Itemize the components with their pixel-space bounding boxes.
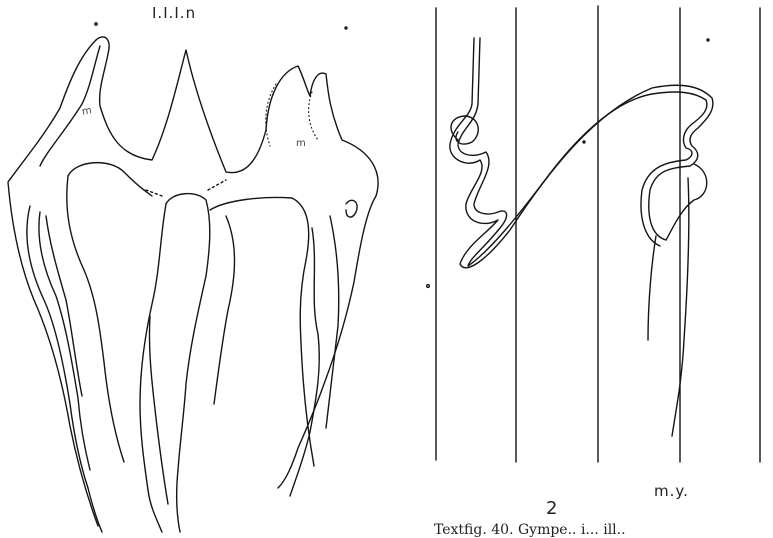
tubule-label: m.y.	[654, 482, 689, 500]
bottom-tail-mid	[148, 490, 162, 532]
panel-number: 2	[546, 498, 557, 519]
tooth-mark-label-right: m	[296, 138, 306, 149]
pulp-center-inner	[149, 316, 168, 504]
molar-outline	[96, 37, 378, 488]
pulp-center-top	[166, 194, 210, 470]
root-right-wavy-2	[326, 216, 339, 428]
bottom-tail-left	[88, 488, 102, 532]
figure-top-label: I.I.I.n	[152, 4, 196, 22]
enamel-stipple-2	[309, 92, 318, 140]
dot-mark-1	[95, 23, 97, 25]
pulp-left-top	[68, 163, 152, 196]
pulp-left	[67, 176, 124, 462]
molar-drawing	[8, 23, 378, 532]
small-loop	[346, 200, 357, 217]
cusp-junction-right	[208, 180, 226, 190]
pulp-center	[140, 204, 166, 490]
tubule-hook-right	[666, 164, 707, 240]
figure-caption: Textfig. 40. Gympe.. i... ill..	[434, 522, 626, 538]
tubule-drawing	[427, 6, 760, 462]
hook-vertical-outer	[648, 236, 656, 340]
stray-dot-3	[707, 39, 709, 41]
tooth-mark-label-left: m	[81, 105, 93, 118]
pulp-right-inner	[214, 216, 235, 404]
stray-dot-1	[427, 285, 430, 288]
tubule-outer	[450, 38, 713, 268]
stray-dot-2	[583, 141, 585, 143]
bottom-tail-right	[177, 470, 180, 532]
dot-mark-2	[345, 27, 347, 29]
tubule-inner	[458, 38, 707, 266]
root-canal-left-inner	[39, 212, 90, 470]
root-canal-left	[27, 206, 88, 488]
pulp-right	[210, 198, 314, 467]
